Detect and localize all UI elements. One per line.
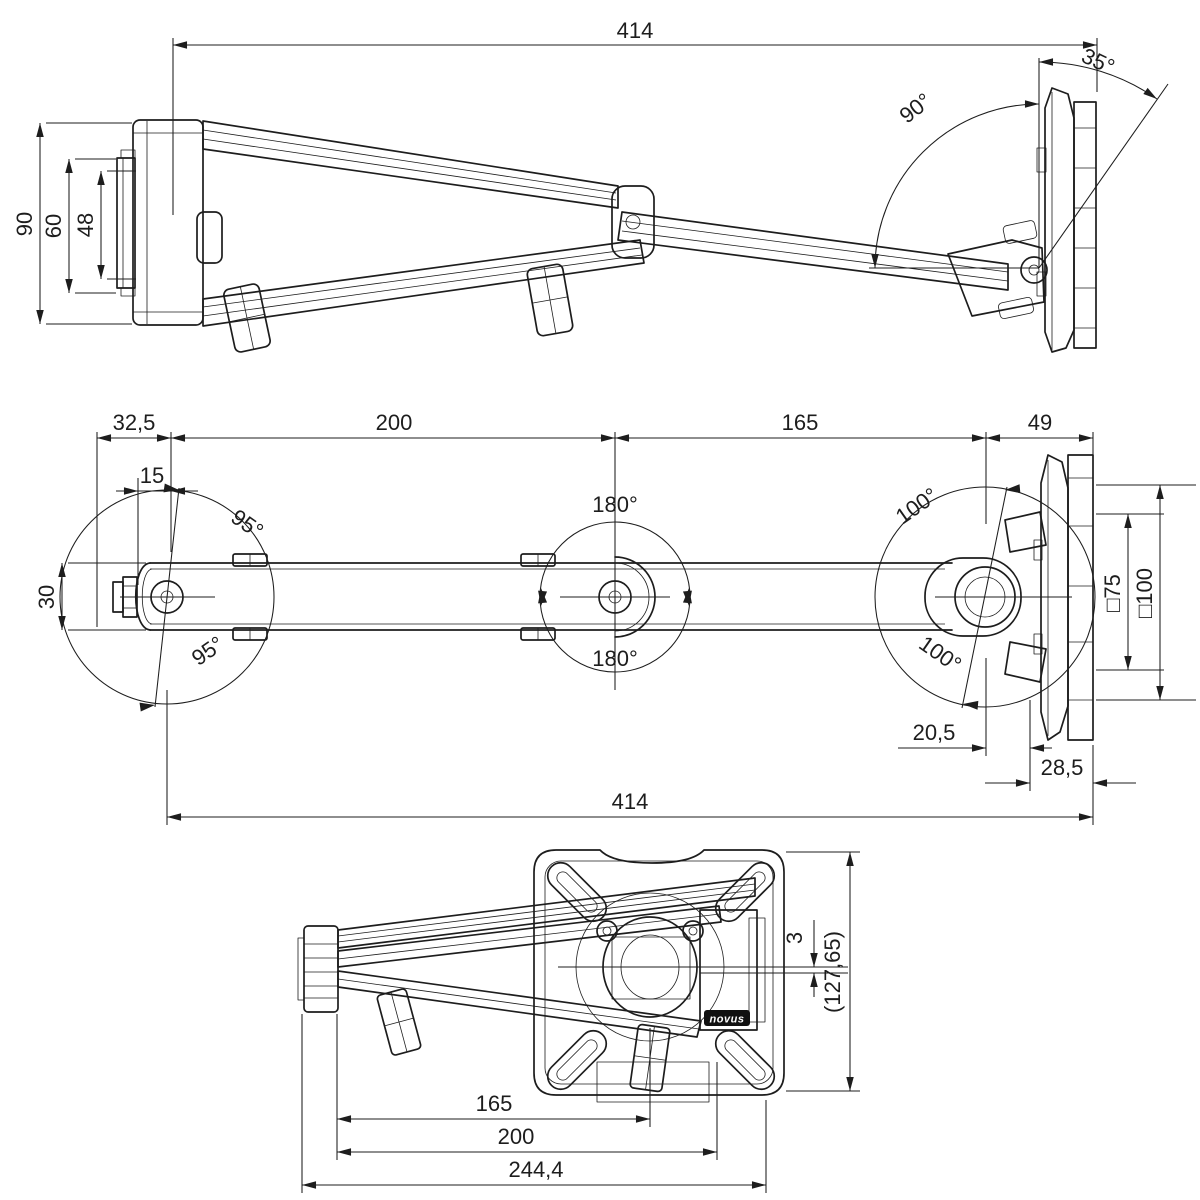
dim-plate-height: (127,65)	[786, 851, 860, 1092]
dim-vesa-100: □100	[1096, 484, 1196, 701]
dim-label: (127,65)	[820, 931, 845, 1013]
dim-label: 28,5	[1041, 755, 1084, 780]
monitor-pivot-side	[947, 220, 1048, 320]
dim-overall-length-side: 414	[172, 18, 1098, 215]
plan-view: 32,5 200 165 49 15 30 95° 95°	[34, 410, 1196, 825]
dim-overall-length-plan: 414	[166, 690, 1093, 825]
dim-head-total-depth: 28,5	[985, 745, 1136, 825]
dim-label: 180°	[592, 646, 638, 671]
dim-label: 244,4	[508, 1157, 563, 1182]
dim-swivel-joint-2: 180° 180°	[538, 492, 692, 673]
brand-logo-text: novus	[710, 1014, 745, 1026]
dim-rail-offset: 15	[116, 463, 198, 585]
dim-swivel-joint-1: 95° 95°	[59, 483, 275, 712]
arm-bar-plan	[135, 557, 1022, 637]
dim-label: 180°	[592, 492, 638, 517]
dim-row-plan: 32,5 200 165 49	[96, 410, 1094, 690]
vesa-plate-plan	[1033, 454, 1094, 741]
dim-head-offset: 20,5	[898, 658, 1052, 791]
mount-rail-bottom	[699, 909, 766, 1031]
dim-label: 32,5	[113, 410, 156, 435]
ball-joint	[935, 511, 1072, 683]
dim-label: 60	[41, 214, 66, 238]
bottom-view: novus	[297, 849, 860, 1193]
dim-label: 49	[1028, 410, 1052, 435]
dim-slot-height: 48	[73, 170, 136, 280]
dim-vesa-75: □75	[1096, 513, 1164, 671]
dim-label: 35°	[1078, 43, 1119, 80]
elbow-joint-side	[611, 185, 655, 259]
dim-label: 90	[12, 212, 37, 236]
dim-label: 48	[73, 213, 98, 237]
dim-label: 100°	[914, 631, 966, 678]
dim-axis-offset: 3	[558, 920, 848, 997]
dim-swivel-joint-3: 100° 100°	[874, 483, 1096, 710]
dim-label: 200	[498, 1124, 535, 1149]
wall-bracket-side	[116, 119, 223, 326]
dim-label: 30	[34, 585, 59, 609]
upper-arm-strut-side	[202, 120, 619, 209]
dim-label: 414	[612, 789, 649, 814]
dim-arm1-bottom: 200	[337, 1062, 718, 1160]
dim-tilt-angles: 90° 35°	[869, 43, 1169, 269]
dim-label: □100	[1132, 568, 1157, 618]
cable-clip-icon	[223, 283, 271, 353]
dim-label: 165	[782, 410, 819, 435]
dim-label: 20,5	[913, 720, 956, 745]
dim-bracket-height: 90	[12, 122, 132, 325]
dim-label: 414	[617, 18, 654, 43]
cable-clip-icon	[376, 988, 422, 1056]
dim-arm2-bottom: 165	[336, 1014, 651, 1160]
lower-arm-strut-side	[202, 239, 645, 327]
folded-arm-bottom	[297, 877, 756, 1038]
dim-label: 15	[140, 463, 164, 488]
vesa-plate-bottom	[533, 849, 785, 1103]
dim-label: □75	[1100, 574, 1125, 612]
dim-label: 90°	[895, 88, 937, 128]
release-lever	[196, 211, 223, 264]
dim-label: 200	[376, 410, 413, 435]
side-view: 414 90 60 48 90° 35°	[12, 18, 1169, 353]
brand-logo: novus	[704, 1010, 750, 1026]
cable-clip-icon	[526, 263, 574, 337]
dim-label: 95°	[187, 631, 229, 671]
dim-plate-inner-height: 60	[41, 158, 116, 294]
dim-label: 100°	[891, 483, 943, 530]
dim-arm-width: 30	[34, 562, 146, 631]
forearm-side	[617, 211, 1009, 291]
dim-folded-length: 244,4	[301, 1014, 767, 1193]
cable-clip-icon	[232, 553, 556, 641]
dim-label: 95°	[227, 504, 269, 544]
vesa-plate-side	[1036, 87, 1097, 353]
dim-label: 165	[476, 1091, 513, 1116]
dim-label: 3	[782, 932, 807, 944]
